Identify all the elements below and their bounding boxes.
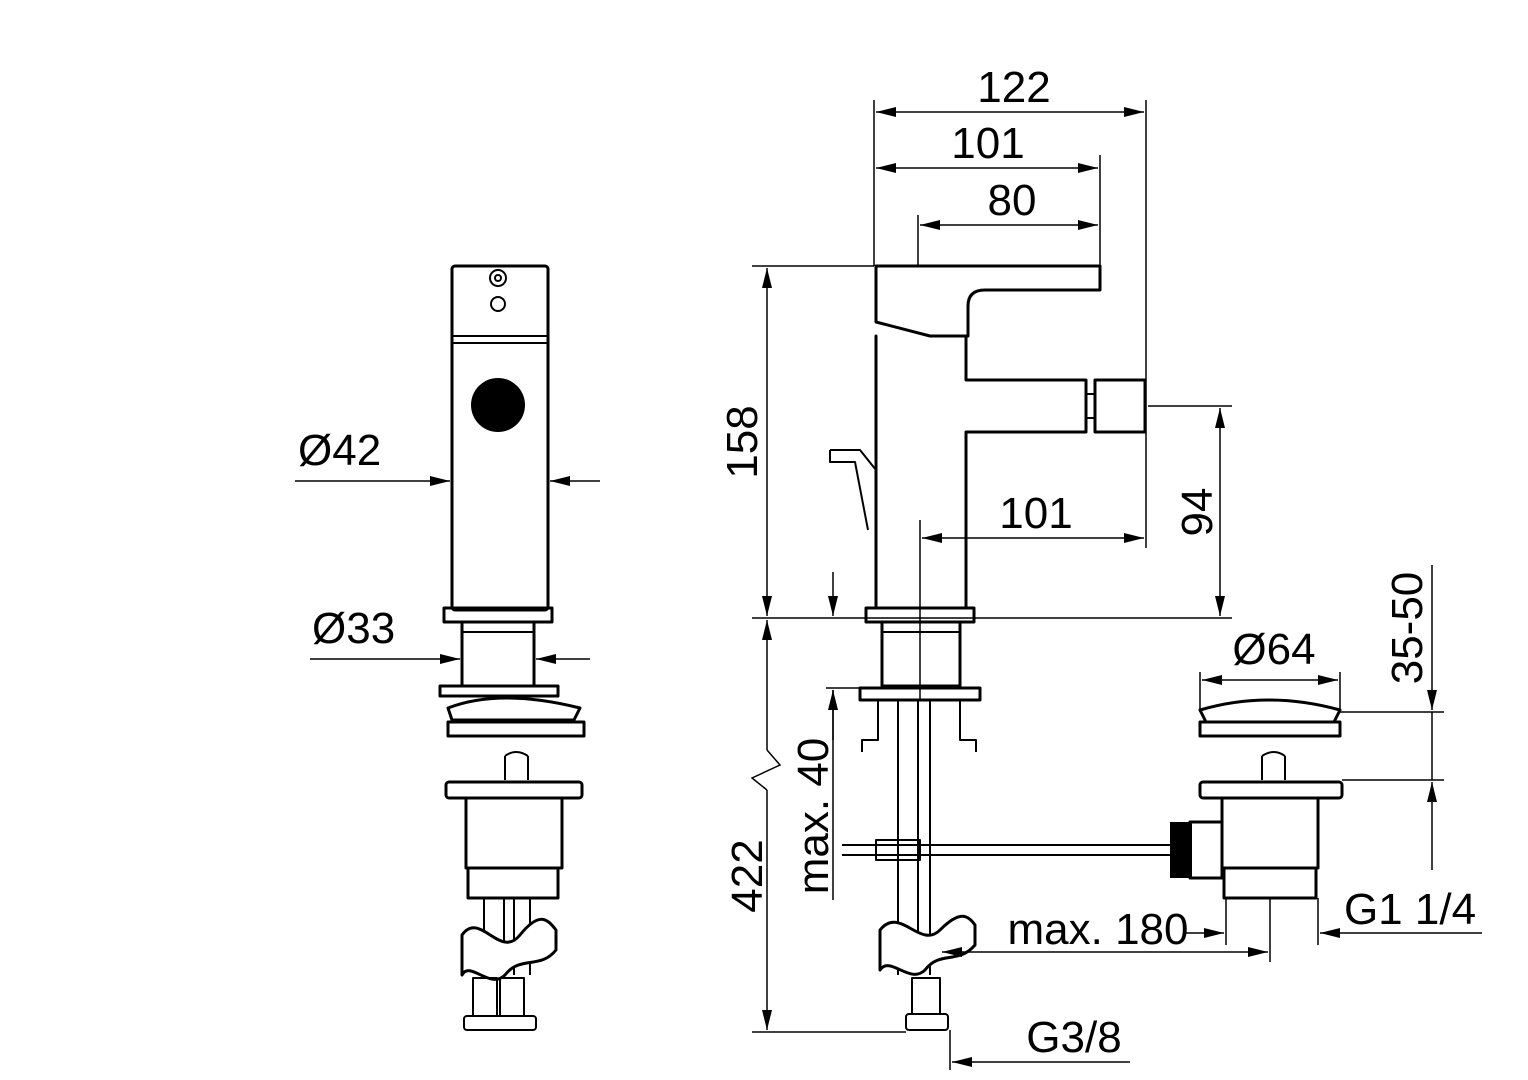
- label-spout-projection: 101: [999, 489, 1072, 538]
- temperature-dial: [471, 378, 525, 432]
- label-plug-diameter: Ø64: [1232, 625, 1315, 674]
- pullrod-nut: [1170, 822, 1192, 878]
- label-outer-diameter: Ø42: [298, 426, 381, 475]
- label-total-projection: 122: [977, 63, 1050, 112]
- dimension-labels: Ø42 Ø33 122 101 80 158 101 94 max. 40 42…: [298, 63, 1476, 1062]
- label-hose-thread: G3/8: [1026, 1013, 1121, 1062]
- label-base-diameter: Ø33: [312, 604, 395, 653]
- label-spout-height: 94: [1173, 488, 1222, 537]
- label-lever-length: 80: [988, 176, 1037, 225]
- label-lever-projection: 101: [951, 119, 1024, 168]
- label-waste-thread: G1 1/4: [1344, 885, 1476, 934]
- label-hose-length: 422: [723, 839, 772, 912]
- front-view: [438, 264, 586, 1031]
- label-basin-thickness: 35-50: [1383, 572, 1432, 685]
- label-pullrod-length: max. 180: [1008, 905, 1189, 954]
- label-deck-thickness: max. 40: [789, 738, 838, 895]
- waste-valve-view: [1170, 698, 1344, 900]
- side-view: [829, 264, 1172, 1031]
- label-total-height: 158: [718, 405, 767, 478]
- dimension-lines: [295, 100, 1482, 1070]
